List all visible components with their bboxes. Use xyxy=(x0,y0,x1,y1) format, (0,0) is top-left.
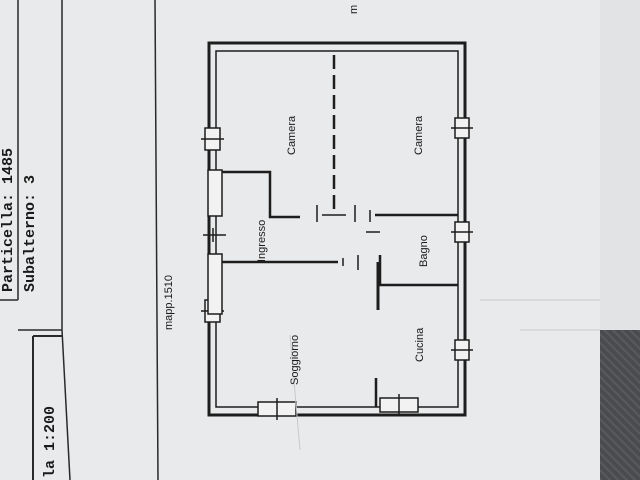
room-label-ingresso: Ingresso xyxy=(256,219,268,262)
entrance-door xyxy=(203,169,226,315)
room-label-bagno: Bagno xyxy=(418,235,430,267)
room-label-camera-right: Camera xyxy=(413,115,425,155)
room-label-soggiorno: Soggiorno xyxy=(289,334,301,385)
background-surface xyxy=(600,330,640,480)
outer-walls xyxy=(207,41,467,417)
windows xyxy=(201,117,473,420)
interior-walls xyxy=(222,55,458,407)
header-frame xyxy=(0,0,159,480)
particella-label: Particella: 1485 xyxy=(0,147,17,292)
subalterno-label: Subalterno: 3 xyxy=(22,174,39,292)
paper-sheet-underlay xyxy=(600,0,640,330)
scan-artifacts xyxy=(289,299,600,451)
room-label-cucina: Cucina xyxy=(414,327,426,362)
paper-sheet xyxy=(0,0,600,480)
room-label-camera-left: Camera xyxy=(286,115,298,155)
mappale-label: mapp.1510 xyxy=(163,274,175,330)
scale-label: la 1:200 xyxy=(42,405,59,478)
corner-text: m xyxy=(348,4,360,14)
